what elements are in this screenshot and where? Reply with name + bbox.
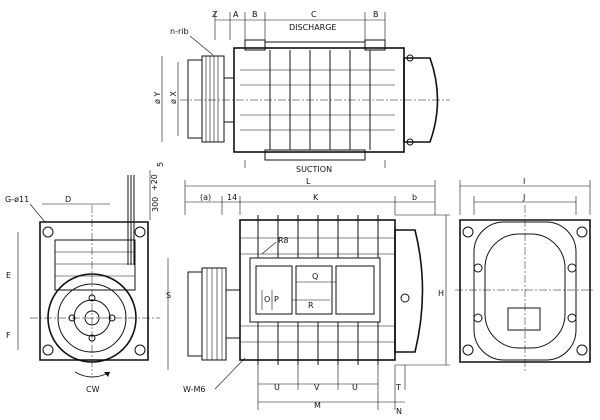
label-q: Q [312,272,318,281]
label-suction: SUCTION [296,165,332,174]
side-view: L (a) 14 K b S [166,177,450,416]
label-g-phi: G-ø11 [5,195,29,204]
label-e: E [6,271,11,280]
label-i: I [523,177,525,186]
top-view: Z A B C B DISCHARGE n-rib ø Y ø X [153,10,450,174]
label-h: H [438,289,444,298]
rear-view: I J [455,177,595,372]
label-l: L [306,177,311,186]
label-t: T [395,383,401,392]
label-f: F [6,331,11,340]
label-cw: CW [86,385,100,394]
label-wire-tol-top: +20 [150,174,159,191]
front-view: G-ø11 D 300 +20 5 E [5,162,165,394]
label-m: M [314,401,321,410]
label-k: K [313,193,319,202]
label-phi-x: ø X [169,91,178,104]
label-b-small: b [412,193,417,202]
label-p: P [274,295,279,304]
label-z: Z [212,10,218,19]
label-five: 5 [156,162,165,167]
label-n: N [396,407,402,416]
label-s: S [166,291,171,300]
label-d: D [65,195,71,204]
label-fourteen: 14 [227,193,237,202]
label-n-rib: n-rib [170,27,189,36]
label-b-right: B [373,10,379,19]
label-v: V [314,383,320,392]
label-discharge: DISCHARGE [289,23,336,32]
label-j: J [522,193,525,202]
label-u-left: U [274,383,280,392]
label-a-paren: (a) [200,193,211,202]
label-u-right: U [352,383,358,392]
label-o: O [264,295,270,304]
label-a: A [233,10,239,19]
label-b-left: B [252,10,258,19]
label-r8: R8 [278,236,289,245]
label-c: C [311,10,317,19]
label-wire-length: 300 [151,197,160,212]
label-r: R [308,301,314,310]
label-w-m6: W-M6 [183,385,205,394]
label-phi-y: ø Y [153,92,162,104]
